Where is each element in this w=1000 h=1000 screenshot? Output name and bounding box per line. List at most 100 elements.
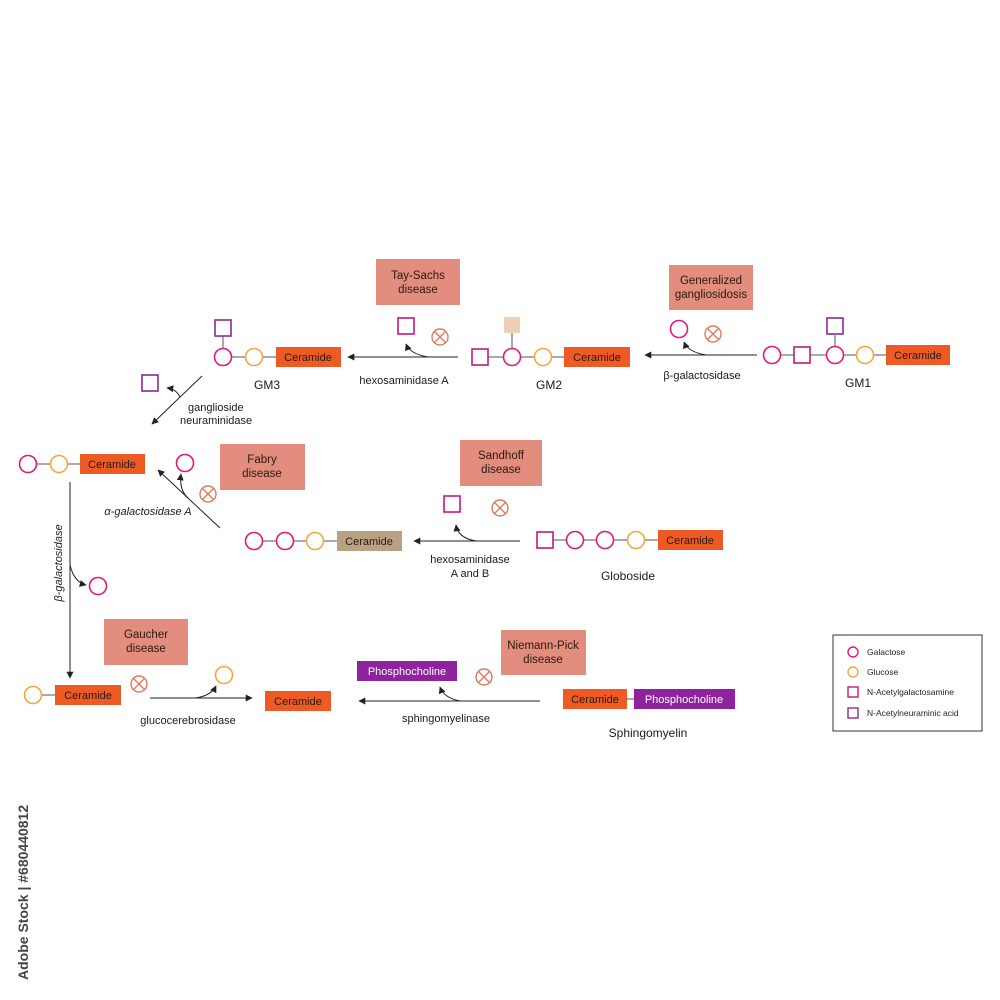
niemann-pick-disease-box bbox=[501, 630, 586, 675]
glucose-icon bbox=[23, 685, 43, 705]
phosphocholine-label: Phosphocholine bbox=[645, 694, 723, 706]
release-arrow bbox=[69, 564, 87, 587]
gm3-structure: Ceramide bbox=[213, 319, 341, 367]
galactose-icon bbox=[669, 319, 689, 339]
ceramide-label: Ceramide bbox=[64, 690, 112, 702]
ceramide-label: Ceramide bbox=[274, 696, 322, 708]
phosphocholine-box bbox=[634, 689, 735, 709]
ceramide-box bbox=[563, 689, 627, 709]
enzyme-label: α-galactosidase A bbox=[104, 506, 191, 518]
release-arrow bbox=[176, 473, 189, 499]
ceramide-label: Ceramide bbox=[666, 535, 714, 547]
glucosylceramide-structure: Ceramide bbox=[23, 685, 121, 705]
galactose-icon bbox=[213, 347, 233, 367]
gm1-structure: Ceramide bbox=[762, 317, 950, 365]
n-acetylgalactosamine-icon bbox=[847, 686, 859, 698]
release-arrow bbox=[683, 341, 707, 356]
globoside-label: Globoside bbox=[601, 569, 655, 583]
galactose-icon bbox=[762, 345, 782, 365]
galactose-icon bbox=[18, 454, 38, 474]
ceramide-box bbox=[276, 347, 341, 367]
release-arrow bbox=[194, 685, 217, 699]
fabry-disease-box bbox=[220, 444, 305, 490]
release-arrow bbox=[438, 686, 461, 702]
gaucher-disease-box bbox=[104, 619, 188, 665]
ceramide-label: Ceramide bbox=[571, 694, 619, 706]
sphingomyelin-label: Sphingomyelin bbox=[609, 726, 688, 740]
gm1-label: GM1 bbox=[845, 376, 871, 390]
ceramide-box bbox=[265, 691, 331, 711]
n-acetylgalactosamine-icon bbox=[397, 317, 415, 335]
sandhoff-disease-box bbox=[460, 440, 542, 486]
ceramide-label: Ceramide bbox=[345, 536, 393, 548]
legend-galactose: Galactose bbox=[867, 647, 906, 657]
disease-label: disease bbox=[481, 464, 521, 476]
ceramide-label: Ceramide bbox=[573, 352, 621, 364]
glucose-icon bbox=[214, 665, 234, 685]
ceramide-box bbox=[658, 530, 723, 550]
gm2-structure: Ceramide bbox=[471, 317, 630, 367]
glucose-icon bbox=[847, 666, 859, 678]
phosphocholine-box bbox=[357, 661, 457, 681]
enzyme-label: hexosaminidase bbox=[430, 554, 510, 566]
disease-label: disease bbox=[523, 654, 563, 666]
enzyme-label: hexosaminidase A bbox=[359, 375, 449, 387]
inhibition-icon bbox=[704, 325, 722, 343]
n-acetylneuraminic-acid-icon bbox=[141, 374, 159, 392]
stock-watermark: Adobe Stock | #680440812 bbox=[15, 805, 31, 980]
enzyme-label: sphingomyelinase bbox=[402, 713, 490, 725]
disease-label: Sandhoff bbox=[478, 450, 525, 462]
glucose-icon bbox=[533, 347, 553, 367]
glucose-icon bbox=[49, 454, 69, 474]
enzyme-label: β-galactosidase bbox=[53, 524, 65, 602]
disease-label: Gaucher bbox=[124, 629, 168, 641]
inhibition-icon bbox=[199, 485, 217, 503]
reaction-arrow bbox=[151, 375, 203, 425]
legend-neuac: N-Acetylneuraminic acid bbox=[867, 708, 959, 718]
disease-label: Niemann-Pick bbox=[507, 640, 579, 652]
galactose-icon bbox=[825, 345, 845, 365]
inhibition-icon bbox=[491, 499, 509, 517]
legend-galnac: N-Acetylgalactosamine bbox=[867, 687, 954, 697]
disease-label: disease bbox=[398, 284, 438, 296]
generalized-gangliosidosis-box bbox=[669, 265, 753, 310]
tay-sachs-disease-box bbox=[376, 259, 460, 305]
ceramide-box bbox=[55, 685, 121, 705]
trihexosylceramide-structure: Ceramide bbox=[244, 531, 402, 551]
release-arrow bbox=[166, 385, 181, 398]
galactose-icon bbox=[88, 576, 108, 596]
inhibition-icon bbox=[130, 675, 148, 693]
enzyme-label: β-galactosidase bbox=[663, 370, 740, 382]
glucose-icon bbox=[626, 530, 646, 550]
n-acetylneuraminic-acid-icon bbox=[847, 707, 859, 719]
galactose-icon bbox=[847, 646, 859, 658]
glucose-icon bbox=[244, 347, 264, 367]
galactose-icon bbox=[502, 347, 522, 367]
enzyme-label: A and B bbox=[451, 568, 490, 580]
enzyme-label: neuraminidase bbox=[180, 415, 252, 427]
gm3-label: GM3 bbox=[254, 378, 280, 392]
ceramide-box bbox=[564, 347, 630, 367]
release-arrow bbox=[405, 343, 429, 358]
galactose-icon bbox=[565, 530, 585, 550]
ceramide-label: Ceramide bbox=[894, 350, 942, 362]
disease-label: gangliosidosis bbox=[675, 289, 747, 301]
lactosylceramide-structure: Ceramide bbox=[18, 454, 145, 474]
inhibition-icon bbox=[475, 668, 493, 686]
galactose-icon bbox=[595, 530, 615, 550]
removed-sugar-icon bbox=[504, 317, 520, 333]
glucose-icon bbox=[855, 345, 875, 365]
globoside-structure: Ceramide bbox=[536, 530, 723, 550]
enzyme-label: ganglioside bbox=[188, 402, 244, 414]
reaction-arrow bbox=[157, 469, 221, 529]
legend-glucose: Glucose bbox=[867, 667, 898, 677]
release-arrow bbox=[453, 524, 477, 542]
legend: Galactose Glucose N-Acetylgalactosamine … bbox=[832, 634, 983, 732]
disease-label: disease bbox=[242, 468, 282, 480]
ceramide-box bbox=[80, 454, 145, 474]
ceramide-box bbox=[337, 531, 402, 551]
disease-label: Tay-Sachs bbox=[391, 270, 445, 282]
galactose-icon bbox=[244, 531, 264, 551]
phosphocholine-label: Phosphocholine bbox=[368, 666, 446, 678]
